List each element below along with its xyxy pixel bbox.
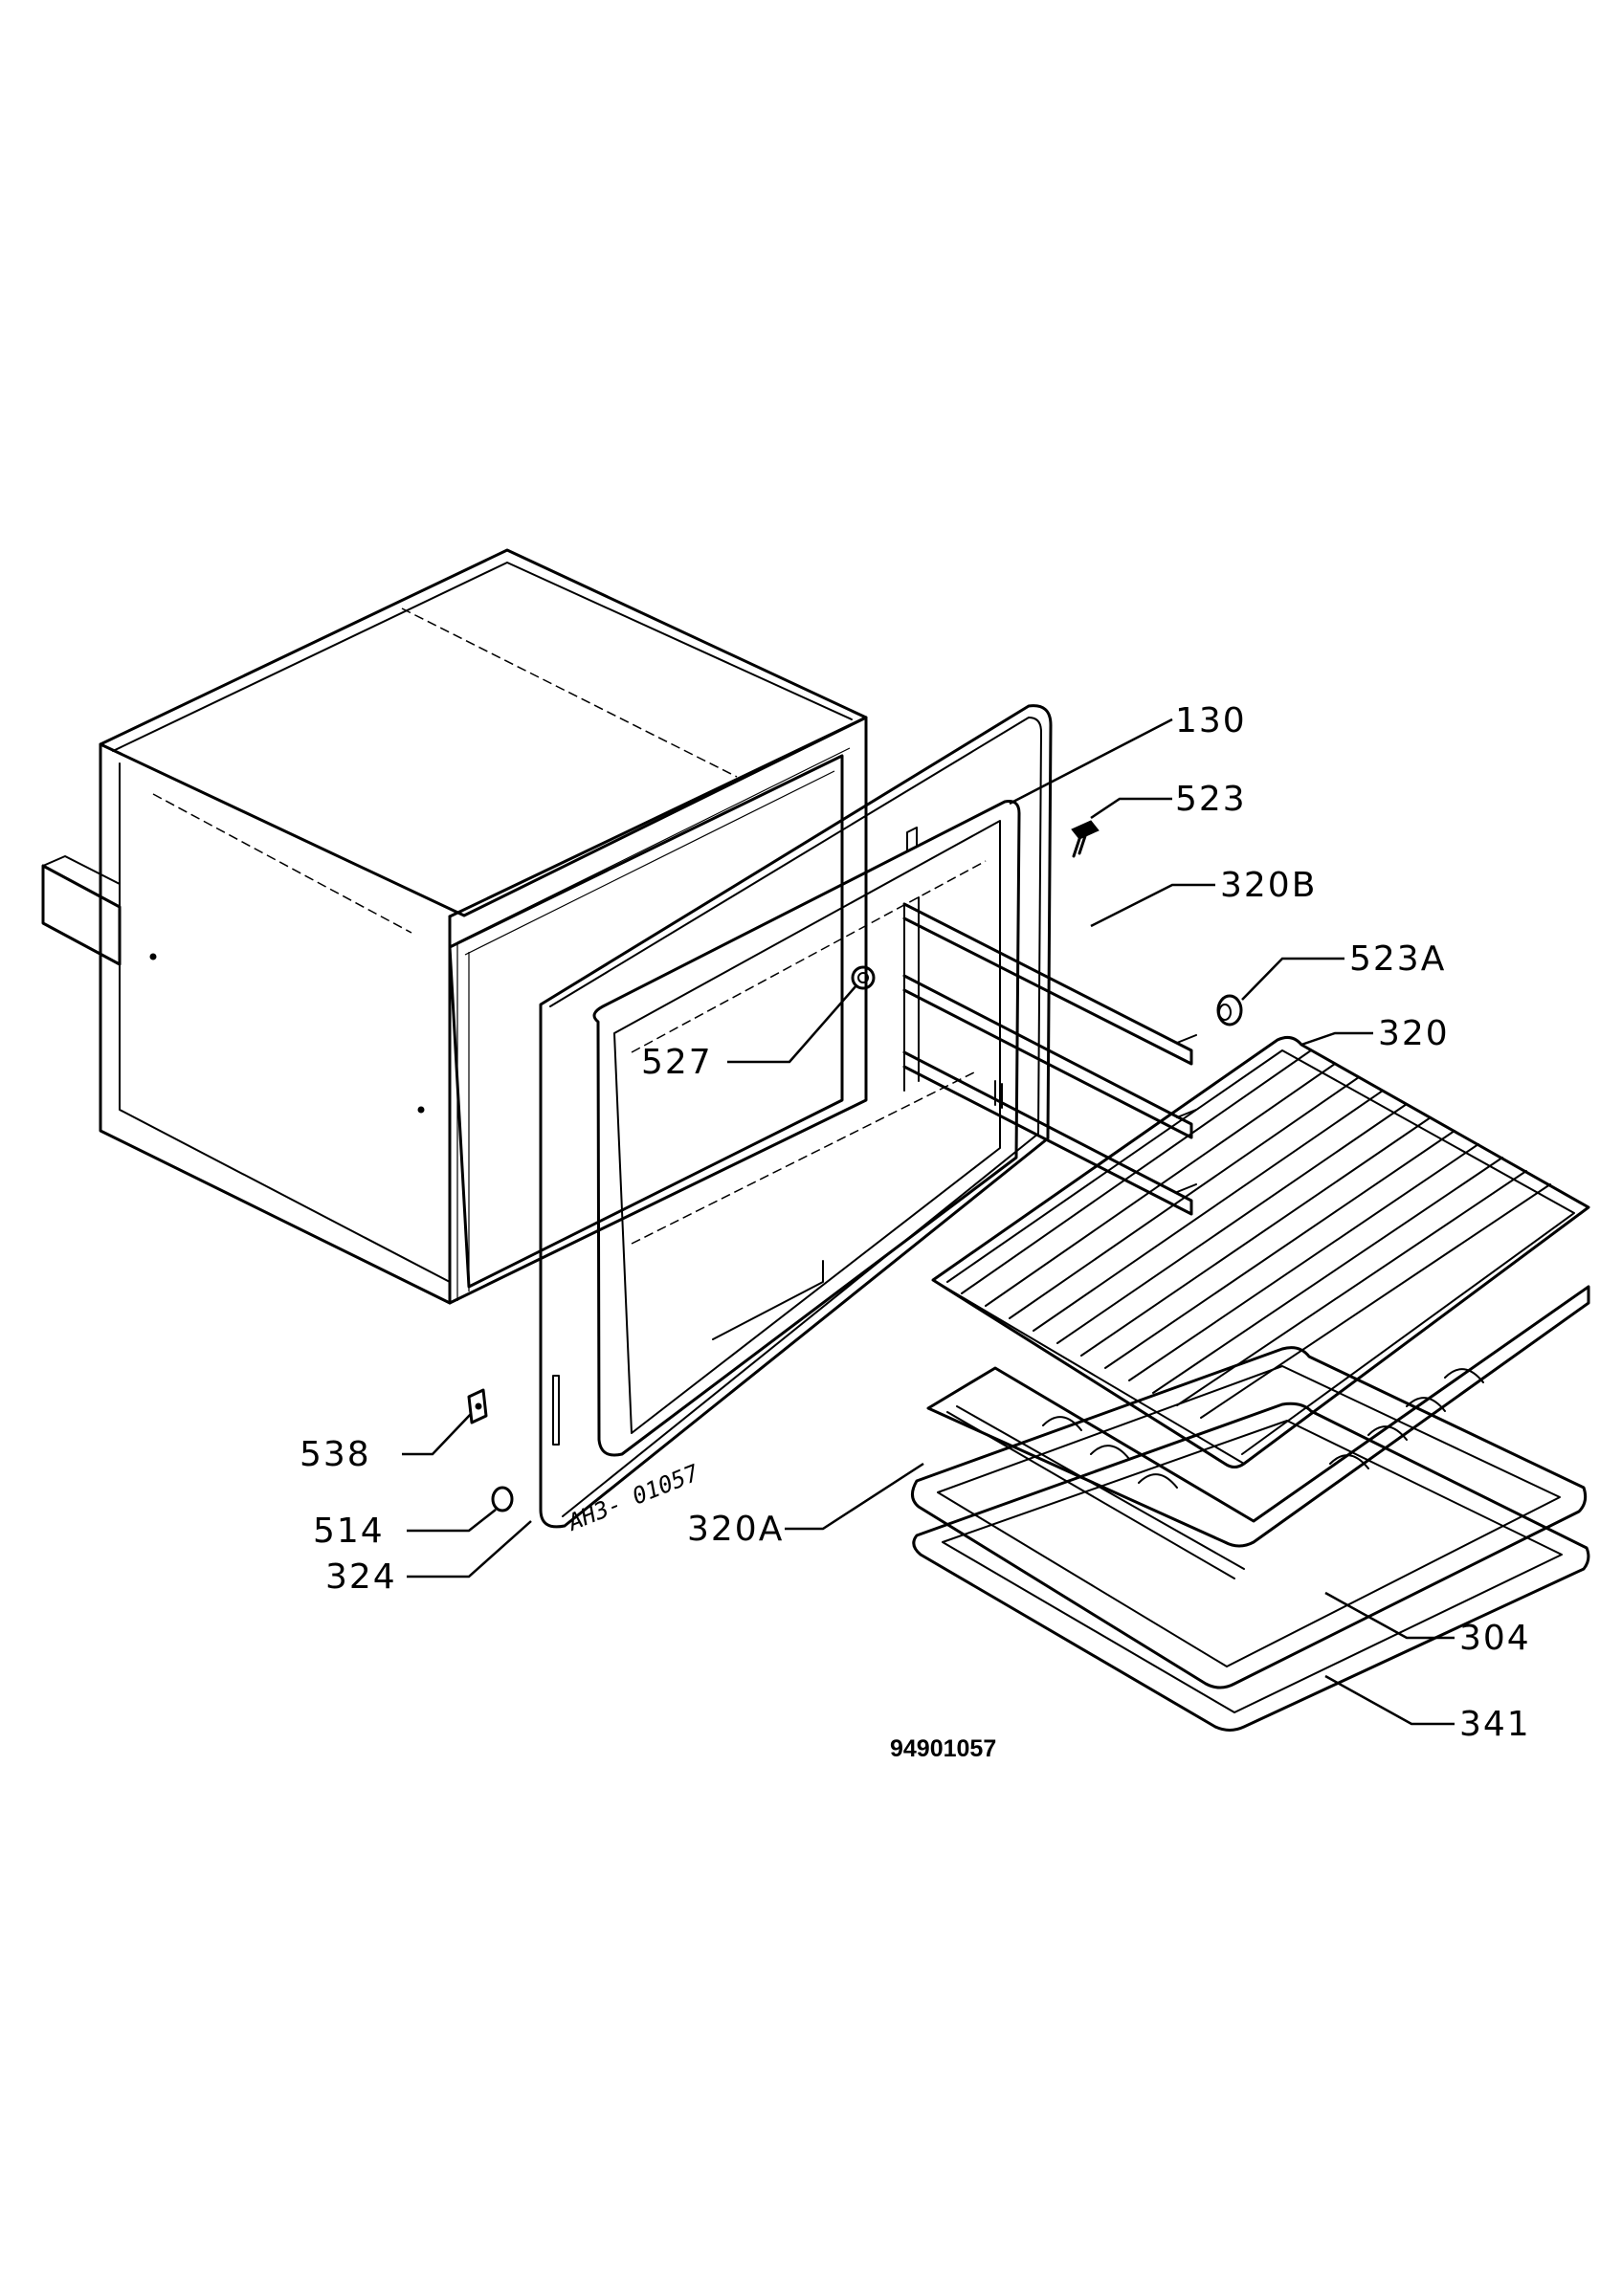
leader-lines [402, 718, 1455, 1726]
part-labels: 130 523 320B 523A 320 527 538 514 324 32… [300, 701, 1531, 1744]
washer-514 [491, 1486, 514, 1512]
screw-523 [1071, 820, 1100, 858]
front-frame [539, 704, 1053, 1529]
wire-shelf [931, 1035, 1590, 1468]
label-320b: 320B [1220, 866, 1317, 905]
lamp-cap-523a [1216, 994, 1243, 1027]
label-324: 324 [325, 1557, 397, 1597]
label-130: 130 [1175, 701, 1247, 740]
label-341: 341 [1459, 1705, 1531, 1744]
drip-pan [912, 1402, 1590, 1732]
shelf-runners [902, 896, 1197, 1216]
label-320: 320 [1378, 1014, 1450, 1053]
document-number: 94901057 [890, 1735, 996, 1762]
lamp-holder-527 [851, 965, 876, 990]
baking-tray [911, 1346, 1588, 1689]
label-527: 527 [641, 1043, 713, 1082]
label-304: 304 [1459, 1619, 1531, 1658]
lower-wire-shelf [926, 1285, 1590, 1579]
label-320a: 320A [687, 1510, 784, 1549]
label-523a: 523A [1349, 939, 1446, 979]
label-538: 538 [300, 1435, 371, 1474]
label-514: 514 [313, 1512, 385, 1551]
clip-538 [467, 1388, 488, 1424]
label-523: 523 [1175, 780, 1247, 819]
oven-cavity [41, 548, 868, 1305]
